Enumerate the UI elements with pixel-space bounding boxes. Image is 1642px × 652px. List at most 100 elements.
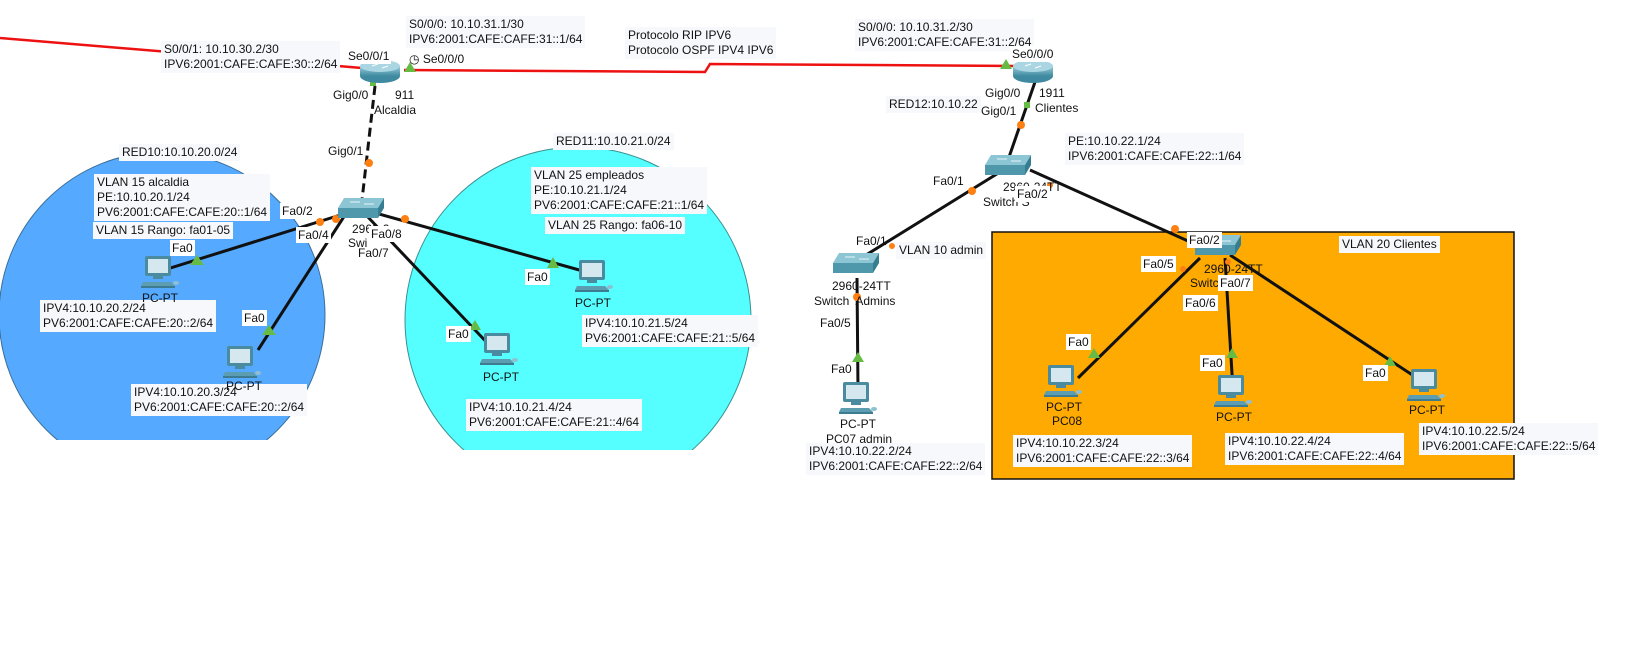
note-protocols: Protocolo RIP IPV6 Protocolo OSPF IPV4 I…: [625, 27, 777, 59]
note-pc-22-3: IPV4:10.10.22.3/24 IPV6:2001:CAFE:CAFE:2…: [1013, 435, 1193, 467]
pc07-name[interactable]: PC07 admin: [826, 432, 893, 446]
note-s001-left: S0/0/1: 10.10.30.2/30 IPV6:2001:CAFE:CAF…: [161, 41, 341, 73]
port-up-indicator: [404, 62, 416, 72]
pc07-model[interactable]: PC-PT: [840, 417, 876, 431]
router-alcaldia-name[interactable]: Alcaldia: [374, 103, 417, 117]
note-red12: RED12:10.10.22: [886, 96, 981, 113]
port-label-fa01-servidor: Fa0/1: [933, 174, 964, 188]
note-red10: RED10:10.10.20.0/24: [119, 144, 241, 161]
note-pc-22-4: IPV4:10.10.22.4/24 IPV6:2001:CAFE:CAFE:2…: [1225, 433, 1405, 465]
switch-admins-model[interactable]: 2960-24TT: [832, 279, 891, 293]
pc10-model[interactable]: PC-PT: [1409, 403, 1445, 417]
port-pending-indicator: [401, 215, 409, 223]
port-label-fa0-pc09: Fa0: [1200, 355, 1225, 371]
note-pc-22-2: IPV4:10.10.22.2/24 IPV6:2001:CAFE:CAFE:2…: [806, 443, 986, 475]
port-label-gig00-clientes: Gig0/0: [985, 86, 1021, 100]
note-vlan15: VLAN 15 alcaldia PE:10.10.20.1/24 PV6:20…: [94, 174, 271, 221]
note-pc-22-5: IPV4:10.10.22.5/24 IPV6:2001:CAFE:CAFE:2…: [1419, 423, 1599, 455]
port-up-indicator: [190, 255, 204, 265]
router-alcaldia-model[interactable]: 911: [395, 88, 415, 102]
note-vlan25-range: VLAN 25 Rango: fa06-10: [545, 217, 686, 234]
switch-servidor-icon: [984, 154, 1032, 176]
port-pending-indicator: [1017, 121, 1025, 129]
port-label-fa08: Fa0/8: [369, 226, 404, 242]
note-pc-20-3: IPV4:10.10.20.3/24 PV6:2001:CAFE:CAFE:20…: [131, 384, 308, 416]
switch-servidor-name[interactable]: Switch S: [983, 195, 1030, 209]
pc-a1-model[interactable]: PC-PT: [142, 291, 178, 305]
port-label-fa04: Fa0/4: [296, 227, 331, 243]
port-label-fa01-admins: Fa0/1: [856, 234, 887, 248]
port-label-fa05-clientes: Fa0/5: [1141, 256, 1176, 272]
port-up-indicator: [1384, 356, 1396, 366]
link-router-clientes-switch: [1006, 81, 1037, 161]
switch-alcaldia-name[interactable]: Swi: [348, 236, 368, 250]
router-clientes-model[interactable]: 1911: [1039, 86, 1065, 100]
port-pending-indicator: [1180, 266, 1186, 272]
port-pending-indicator: [853, 293, 861, 301]
port-pending-indicator: [316, 218, 324, 226]
switch-admins-name[interactable]: Switch Admins: [814, 294, 896, 308]
port-label-fa02-servidor: Fa0/2: [1015, 186, 1050, 202]
switch-clientes-model[interactable]: 2960-24TT: [1204, 262, 1263, 276]
port-label-gig01-clientes: Gig0/1: [981, 104, 1017, 118]
note-red11: RED11:10.10.21.0/24: [553, 133, 674, 150]
port-pending-indicator: [968, 187, 976, 195]
port-label-text: Se0/0/0: [422, 52, 465, 66]
clock-icon: ◷: [409, 52, 423, 66]
note-s000-alcaldia: S0/0/0: 10.10.31.1/30 IPV6:2001:CAFE:CAF…: [406, 16, 586, 48]
port-label-fa0-a1: Fa0: [170, 240, 195, 256]
switch-admins-icon: [832, 252, 880, 274]
note-vlan15-range: VLAN 15 Rango: fa01-05: [93, 222, 234, 239]
port-label-fa0-pc08: Fa0: [1066, 334, 1091, 350]
link-router-alcaldia-switch: [360, 85, 377, 201]
serial-link-alcaldia-clientes: [403, 62, 1021, 74]
switch-alcaldia-icon: [337, 197, 385, 219]
router-clientes-name[interactable]: Clientes: [1035, 101, 1079, 115]
port-label-fa02-clientes: Fa0/2: [1187, 232, 1222, 248]
port-up-indicator: [1088, 348, 1100, 358]
link-sw-clientes: [1029, 168, 1209, 252]
port-label-fa06-clientes: Fa0/6: [1183, 295, 1218, 311]
note-vlan10: VLAN 10 admin: [896, 242, 987, 259]
port-label-fa07-clientes: Fa0/7: [1218, 275, 1253, 291]
router-clientes-icon: [1012, 59, 1054, 84]
pc-a2-model[interactable]: PC-PT: [226, 379, 262, 393]
port-label-fa02: Fa0/2: [280, 203, 315, 219]
note-vlan20: VLAN 20 Clientes: [1339, 236, 1440, 253]
port-up-indicator: [1000, 59, 1012, 69]
port-label-fa07: Fa0/7: [358, 246, 389, 260]
port-up-indicator: [1024, 102, 1030, 108]
port-label-fa0-a2: Fa0: [242, 310, 267, 326]
port-up-indicator: [469, 320, 481, 330]
port-pending-indicator: [365, 159, 373, 167]
port-label-gig01-sw: Gig0/1: [326, 143, 366, 159]
port-up-indicator: [370, 80, 376, 86]
note-vlan25: VLAN 25 empleados PE:10.10.21.1/24 PV6:2…: [531, 167, 708, 214]
pc08-model[interactable]: PC-PT: [1046, 400, 1082, 414]
port-pending-indicator: [1171, 225, 1179, 233]
port-label-fa05-admins: Fa0/5: [820, 316, 851, 330]
port-label-gig00-alcaldia: Gig0/0: [333, 88, 369, 102]
port-label-fa0-e1: Fa0: [525, 269, 550, 285]
note-s000-clientes: S0/0/0: 10.10.31.2/30 IPV6:2001:CAFE:CAF…: [855, 19, 1035, 51]
pc08-name[interactable]: PC08: [1052, 414, 1083, 428]
pc-e1-model[interactable]: PC-PT: [575, 296, 611, 310]
pc09-model[interactable]: PC-PT: [1216, 410, 1252, 424]
port-label-fa0-pc07: Fa0: [831, 362, 852, 376]
port-up-indicator: [547, 257, 559, 268]
note-pc-21-5: IPV4:10.10.21.5/24 PV6:2001:CAFE:CAFE:21…: [582, 315, 759, 347]
port-up-indicator: [852, 352, 864, 362]
port-pending-indicator: [889, 243, 895, 249]
note-pc-21-4: IPV4:10.10.21.4/24 PV6:2001:CAFE:CAFE:21…: [466, 399, 643, 431]
port-label-fa0-pc10: Fa0: [1363, 365, 1388, 381]
port-label-se000-alcaldia: ◷ Se0/0/0: [409, 52, 464, 66]
note-pc-20-2: IPV4:10.10.20.2/24 PV6:2001:CAFE:CAFE:20…: [40, 300, 217, 332]
port-label-se000-clientes: Se0/0/0: [1010, 46, 1056, 62]
pc07-icon: [839, 382, 877, 414]
pc-e2-model[interactable]: PC-PT: [483, 370, 519, 384]
port-up-indicator: [262, 325, 276, 335]
port-label-se001: Se0/0/1: [346, 48, 392, 64]
port-label-fa0-e2: Fa0: [446, 326, 471, 342]
port-pending-indicator: [1225, 259, 1231, 265]
note-pe-22: PE:10.10.22.1/24 IPV6:2001:CAFE:CAFE:22:…: [1065, 133, 1245, 165]
